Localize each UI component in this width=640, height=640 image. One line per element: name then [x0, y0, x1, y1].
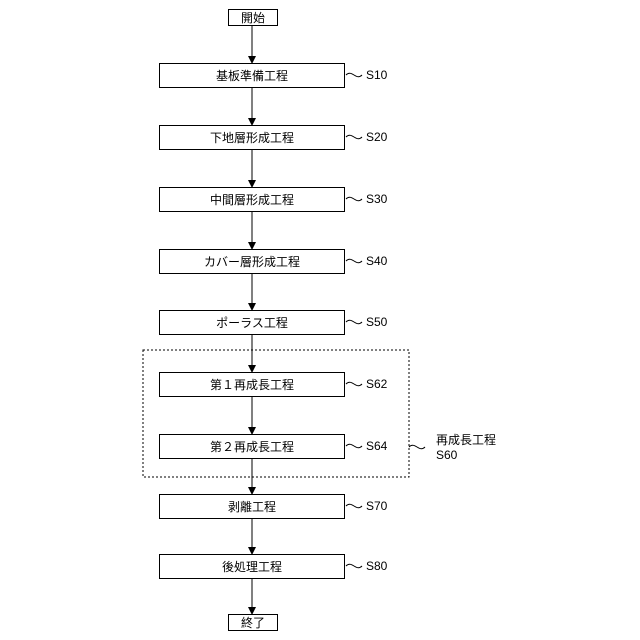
step-code-s50: S50 — [366, 316, 387, 328]
leader-s30 — [346, 197, 362, 200]
step-code-s10: S10 — [366, 69, 387, 81]
step-box-s80: 後処理工程 — [159, 554, 345, 579]
step-code-s70: S70 — [366, 500, 387, 512]
step-box-s62: 第１再成長工程 — [159, 372, 345, 397]
step-box-s64: 第２再成長工程 — [159, 434, 345, 459]
leader-s40 — [346, 259, 362, 262]
leader-s64 — [346, 444, 362, 447]
step-box-s30: 中間層形成工程 — [159, 187, 345, 212]
leader-s60 — [409, 445, 425, 448]
step-box-s70: 剥離工程 — [159, 494, 345, 519]
start-terminal: 開始 — [228, 9, 278, 26]
leader-s80 — [346, 564, 362, 567]
leader-s50 — [346, 320, 362, 323]
step-box-s50: ポーラス工程 — [159, 310, 345, 335]
step-box-s20: 下地層形成工程 — [159, 125, 345, 150]
leader-s20 — [346, 135, 362, 138]
regrowth-group-code: S60 — [436, 448, 457, 463]
step-box-s10: 基板準備工程 — [159, 63, 345, 88]
end-terminal: 終了 — [228, 614, 278, 631]
regrowth-group-title: 再成長工程 — [436, 433, 496, 448]
step-box-s40: カバー層形成工程 — [159, 249, 345, 274]
step-code-s40: S40 — [366, 255, 387, 267]
leader-s70 — [346, 504, 362, 507]
leader-s62 — [346, 382, 362, 385]
step-code-s30: S30 — [366, 193, 387, 205]
step-code-s80: S80 — [366, 560, 387, 572]
step-code-s20: S20 — [366, 131, 387, 143]
leader-s10 — [346, 73, 362, 76]
step-code-s64: S64 — [366, 440, 387, 452]
step-code-s62: S62 — [366, 378, 387, 390]
